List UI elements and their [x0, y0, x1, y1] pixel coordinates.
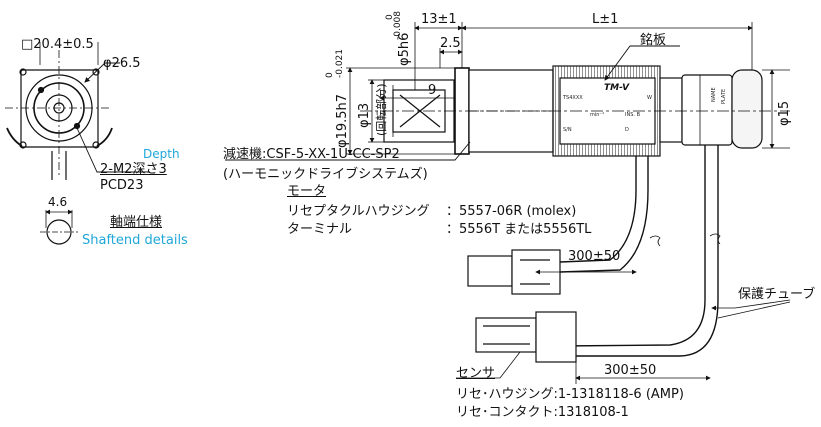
motor-housing-key: リセプタクルハウジング — [287, 204, 430, 219]
nameplate-d: D — [625, 127, 629, 133]
flange-tol-upper: 0 — [325, 72, 335, 78]
protective-tube-label: 保護チューブ — [738, 287, 816, 302]
side-view — [225, 45, 790, 363]
flange-diameter: φ19.5h7 — [335, 93, 350, 148]
dim-9: 9 — [428, 83, 437, 98]
dim-2-5: 2.5 — [440, 36, 461, 51]
nameplate-unit-w: W — [647, 95, 652, 101]
nameplate-ins: INS. B — [625, 112, 640, 118]
nameplate-sn: S/N — [563, 127, 572, 133]
nameplate-plate: PLATE — [721, 88, 727, 104]
nameplate-brand: TM-V — [604, 83, 630, 93]
pcd-label: PCD23 — [100, 178, 144, 193]
nameplate-model: TS4XXX — [563, 95, 583, 101]
shaftend-title-en: Shaftend details — [82, 233, 188, 248]
nameplate-min: min⁻¹ — [590, 112, 605, 118]
tap-hole-label: 2-M2深さ3 — [100, 162, 167, 177]
sensor-housing: リセ･ハウジング:1-1318118-6 (AMP) — [456, 387, 684, 402]
motor-cable-length: 300±50 — [568, 249, 621, 264]
flange-tol-lower: -0.021 — [335, 48, 345, 78]
nameplate-name: NAME — [711, 87, 717, 102]
rotating-diameter: φ13 — [357, 102, 372, 128]
motor-housing-value: ：5557-06R (molex) — [446, 204, 577, 219]
sensor-contact: リセ･コンタクト:1318108-1 — [456, 405, 629, 420]
motor-terminal-key: ターミナル — [287, 222, 353, 237]
reducer-label: 減速機:CSF-5-XX-1U-CC-SP2 — [223, 147, 400, 162]
rotating-part-note: (回転部分) — [375, 83, 388, 136]
depth-label: Depth — [143, 147, 180, 161]
motor-terminal-value: ：5556T または5556TL — [446, 222, 592, 237]
shaftend-detail — [40, 209, 78, 245]
dim-13: 13±1 — [421, 12, 457, 27]
shaft-width-dimension: 4.6 — [48, 195, 68, 209]
square-dimension: □20.4±0.5 — [21, 37, 94, 52]
sensor-title: センサ — [456, 366, 496, 381]
sensor-cable-length: 300±50 — [604, 363, 657, 378]
shaft-tol-lower: -0.008 — [393, 10, 403, 40]
shaftend-title-jp: 軸端仕様 — [110, 215, 163, 230]
outer-diameter-label: φ26.5 — [103, 56, 141, 71]
dim-L: L±1 — [592, 12, 619, 27]
rear-diameter: φ15 — [777, 100, 792, 126]
front-view — [5, 42, 150, 180]
reducer-maker: (ハーモニックドライブシステムズ) — [223, 167, 428, 182]
nameplate-callout: 銘板 — [640, 33, 667, 48]
dimension-lines — [346, 22, 791, 384]
motor-title: モータ — [287, 184, 327, 199]
